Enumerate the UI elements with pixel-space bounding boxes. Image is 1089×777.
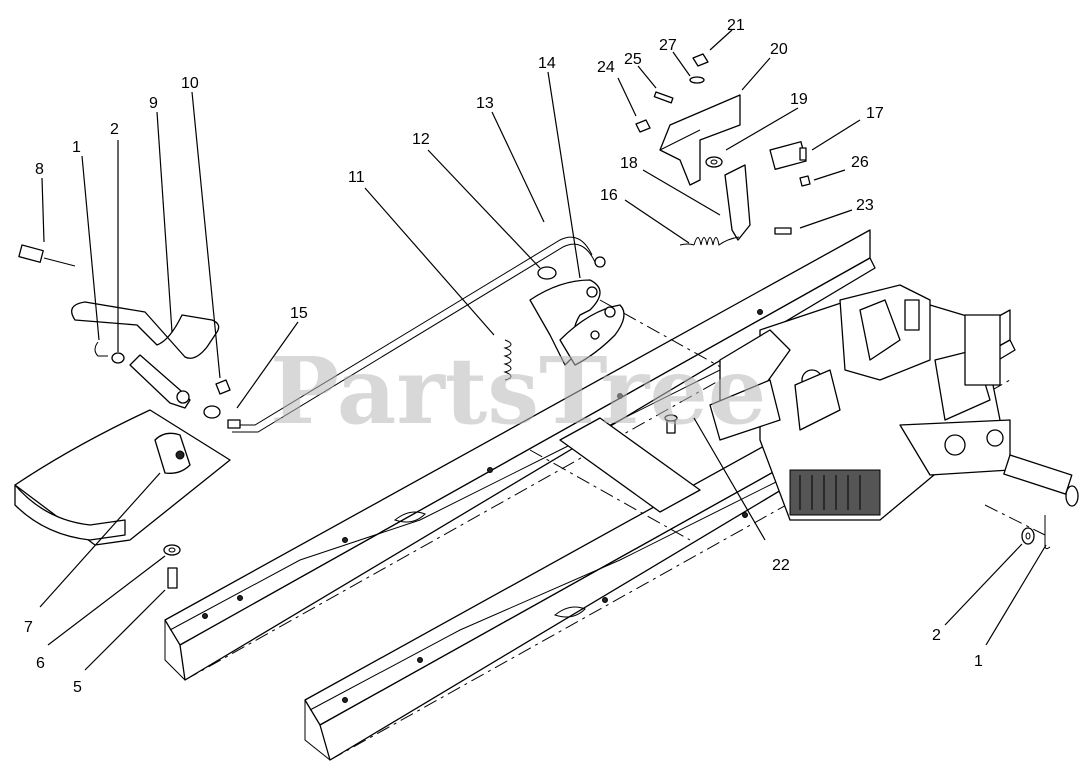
pivot-bracket — [529, 279, 601, 366]
bracket-hardware — [635, 53, 723, 168]
callout-11: 11 — [348, 169, 365, 186]
callout-12: 12 — [412, 131, 430, 148]
callout-21: 21 — [727, 17, 745, 34]
foot-pad-washer — [163, 544, 181, 556]
transaxle-mount-plate — [709, 379, 781, 441]
callout-23: 23 — [856, 197, 874, 214]
safety-switch — [769, 141, 811, 187]
watermark: PartsTree — [270, 337, 766, 445]
axle-retaining-pin — [984, 504, 1051, 550]
axle-washer — [1021, 527, 1035, 545]
callout-1-right: 1 — [974, 653, 983, 670]
callout-15: 15 — [290, 305, 308, 322]
callout-8: 8 — [35, 161, 44, 178]
callout-6: 6 — [36, 655, 45, 672]
callout-22: 22 — [772, 557, 790, 574]
callout-25: 25 — [624, 51, 642, 68]
pedal-pin-washer — [94, 341, 125, 364]
callout-17: 17 — [866, 105, 884, 122]
callout-9: 9 — [149, 95, 158, 112]
callout-1: 1 — [72, 139, 81, 156]
callout-2: 2 — [110, 121, 119, 138]
callout-27: 27 — [659, 37, 677, 54]
leader-lines — [39, 29, 1047, 671]
callout-16: 16 — [600, 187, 618, 204]
pedal-bolt — [18, 244, 76, 267]
callout-7: 7 — [24, 619, 33, 636]
callout-14: 14 — [538, 55, 556, 72]
callout-18: 18 — [620, 155, 638, 172]
callout-2-right: 2 — [932, 627, 941, 644]
pedal-spacer — [203, 405, 241, 429]
foot-pad — [14, 409, 231, 546]
callout-5: 5 — [73, 679, 82, 696]
pedal-nut — [215, 379, 231, 395]
actuator-link — [559, 304, 625, 366]
brake-pedal — [71, 301, 220, 409]
foot-pad-screw — [167, 567, 178, 589]
callout-10: 10 — [181, 75, 199, 92]
switch-actuator-plate — [724, 164, 792, 241]
clip-ring — [537, 266, 557, 280]
pedal-mount-bracket — [659, 94, 741, 186]
callout-26: 26 — [851, 154, 869, 171]
callout-20: 20 — [770, 41, 788, 58]
transaxle — [719, 284, 1079, 521]
callout-13: 13 — [476, 95, 494, 112]
return-spring-upper — [679, 236, 740, 246]
callout-19: 19 — [790, 91, 808, 108]
carriage-bolt — [664, 414, 678, 434]
return-spring-center — [503, 339, 512, 381]
callout-24: 24 — [597, 59, 615, 76]
callout-labels: 1 2 8 9 10 11 12 13 14 15 16 17 18 19 20… — [24, 17, 983, 696]
